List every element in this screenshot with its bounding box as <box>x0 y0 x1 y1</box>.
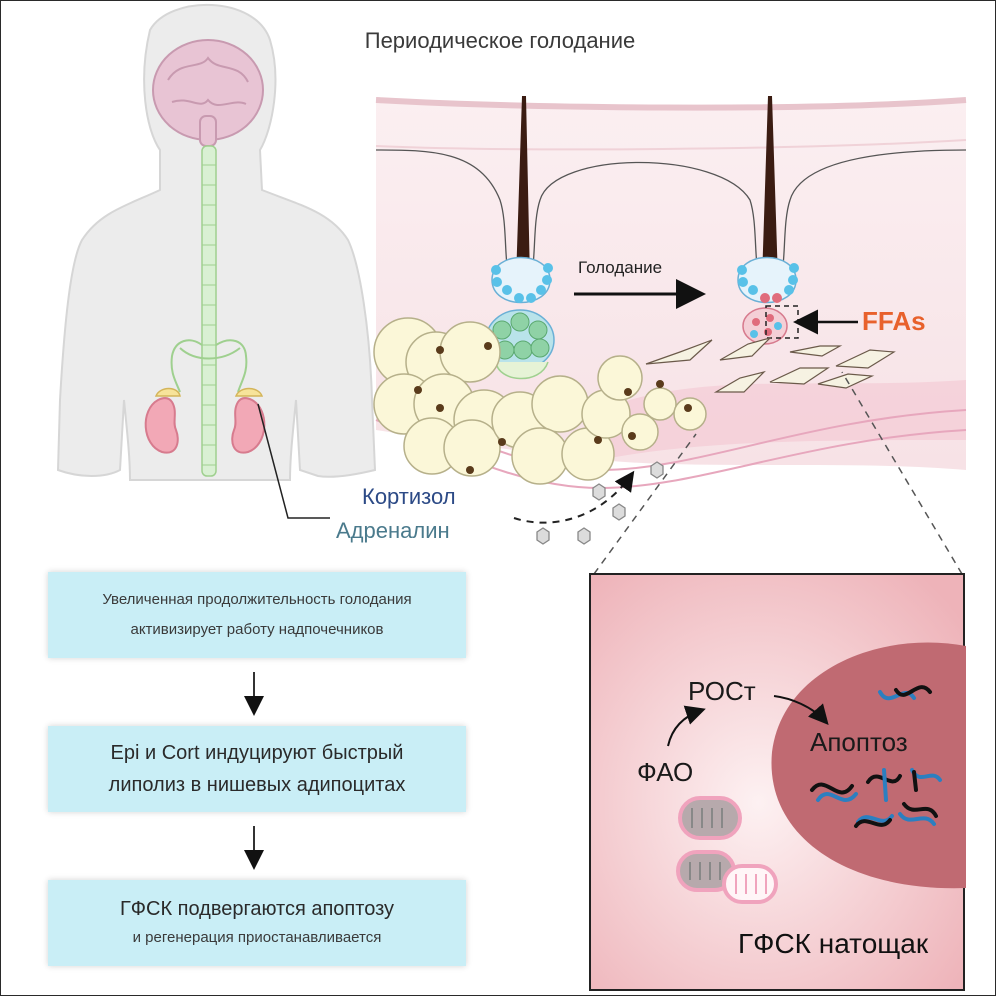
apoptosis-label: Апоптоз <box>810 727 908 757</box>
spinal-cord <box>201 145 217 477</box>
hair-shaft-left <box>515 96 531 295</box>
kidney-left-icon <box>144 387 181 454</box>
fao-label: ФАО <box>637 757 694 787</box>
follicle-bulb-normal <box>485 256 555 380</box>
step-3-line-2: и регенерация приостанавливается <box>132 929 382 946</box>
inset-panel <box>589 573 966 991</box>
ros-to-apoptosis-arrow <box>773 695 829 726</box>
epidermis-outline <box>375 149 967 301</box>
hormone-flow-arrow <box>513 470 635 524</box>
fao-to-ros-arrow <box>667 705 706 747</box>
step-box-3: ГФСК подвергаются апоптозу и регенерация… <box>48 880 466 966</box>
hair-shaft-right <box>761 96 779 295</box>
step-box-1: Увеличенная продолжительность голодания … <box>48 572 466 658</box>
ros-label: РОСт <box>688 676 756 706</box>
ffas-label: FFAs <box>862 306 926 336</box>
step-box-2: Epi и Cort индуцируют быстрый липолиз в … <box>48 726 466 812</box>
step-1-line-1: Увеличенная продолжительность голодания <box>102 591 412 608</box>
fasting-label: Голодание <box>578 258 663 277</box>
dna-fragments <box>810 685 942 828</box>
adipocyte-cluster <box>373 317 707 485</box>
nerves <box>170 339 248 393</box>
mitochondria <box>676 796 778 904</box>
step-1-line-2: активизирует работу надпочечников <box>130 621 384 638</box>
step-2-line-1: Epi и Cort индуцируют быстрый <box>110 742 404 764</box>
body-figure <box>56 4 377 519</box>
page-title: Периодическое голодание <box>364 28 636 53</box>
step-2-line-2: липолиз в нишевых адипоцитах <box>108 774 406 796</box>
fibroblasts <box>645 336 896 393</box>
step-3-line-1: ГФСК подвергаются апоптозу <box>119 898 395 920</box>
adrenaline-label: Адреналин <box>336 518 450 543</box>
follicle-bulb-fasted <box>737 256 799 345</box>
hormone-molecules <box>536 461 664 545</box>
cortisol-label: Кортизол <box>362 484 456 509</box>
adrenal-pointer-line <box>257 403 330 519</box>
zoom-line-left <box>593 433 697 575</box>
adipocyte-nuclei <box>414 342 692 474</box>
zoom-line-right <box>841 371 963 575</box>
hfsc-fasted-label: ГФСК натощак <box>738 928 929 959</box>
kidney-right-icon <box>231 387 266 454</box>
